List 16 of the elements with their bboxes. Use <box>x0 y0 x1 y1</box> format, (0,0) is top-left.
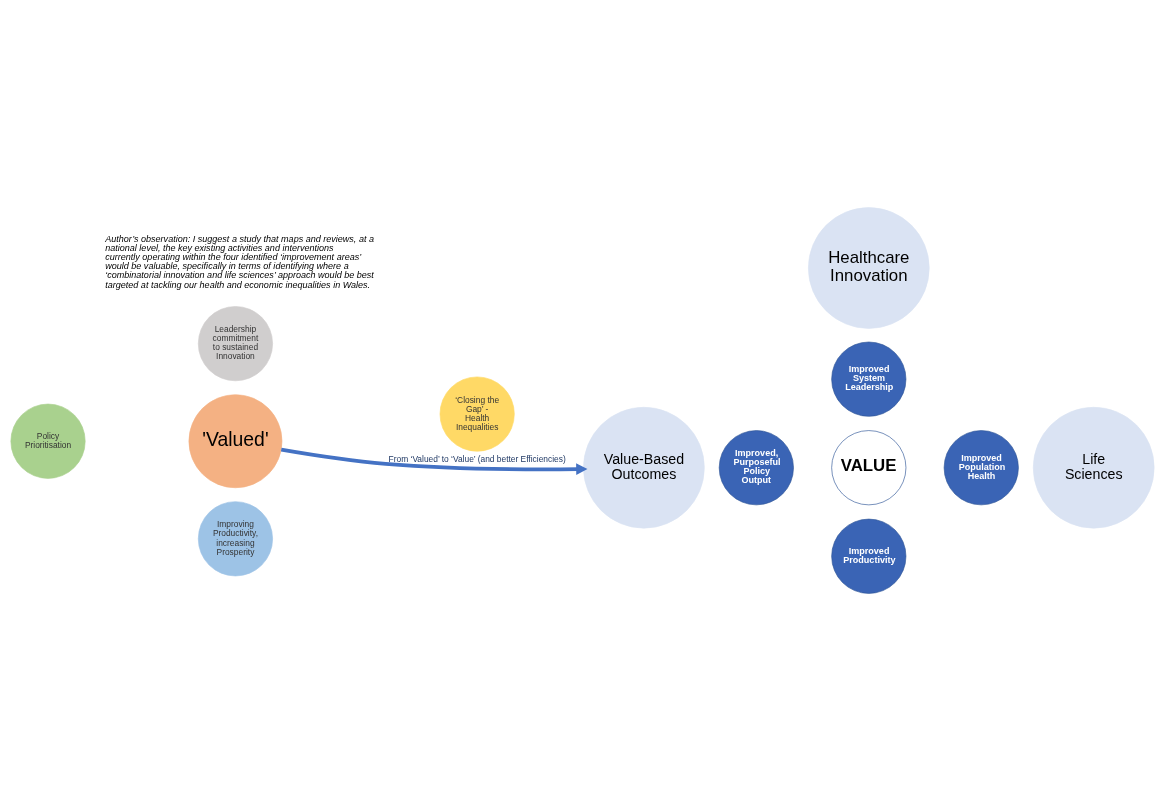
node-circle: VALUE <box>831 430 907 506</box>
node-circle: ‘Closing the Gap’ - Health Inequalities <box>439 376 515 452</box>
edge-label: From ‘Valued’ to ‘Value’ (and better Efficiencies) <box>388 453 566 464</box>
node-circle: Life Sciences <box>1032 406 1155 529</box>
node-circle: Healthcare Innovation <box>808 207 930 329</box>
node-circle: 'Valued' <box>188 394 283 489</box>
label: Author’s observation: I suggest a study that maps and reviews, at a national level, the key existing activities and interventions currently operating within the four identified ‘improvement areas’ would be valuable, specifically in terms of identifying where a ‘combinatorial innovation and life sciences’ approach would be best targeted at tackling our health and economic inequalities in Wales. <box>105 234 374 290</box>
node-circle: Leadership commitment to sustained Innovation <box>197 306 273 382</box>
node-circle: Improved Population Health <box>943 430 1019 506</box>
node-circle: Improved System Leadership <box>831 341 907 417</box>
node-circle: Value-Based Outcomes <box>583 406 705 529</box>
node-circle: Improving Productivity, increasing Prosperity <box>197 501 273 577</box>
arrow <box>280 447 588 476</box>
node-circle: Improved, Purposeful Policy Output <box>718 430 794 506</box>
node-circle: Policy Prioritisation <box>10 403 86 479</box>
node-circle: Improved Productivity <box>831 518 907 594</box>
